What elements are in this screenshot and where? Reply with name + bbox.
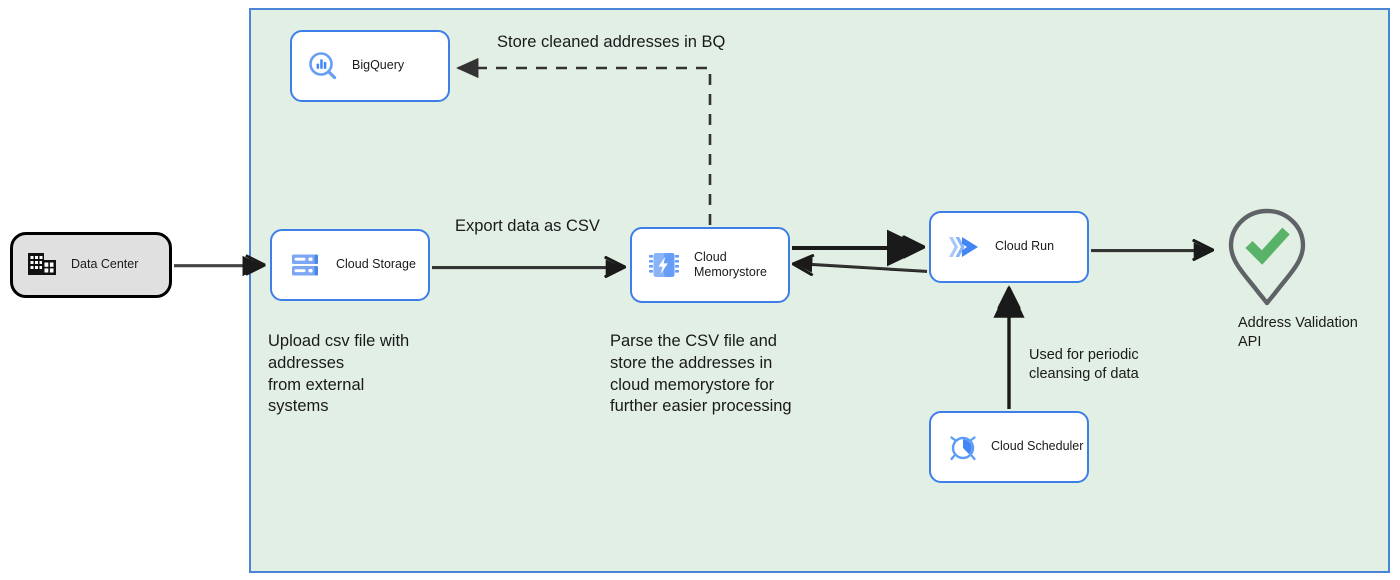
node-bigquery[interactable]: BigQuery: [290, 30, 450, 102]
node-bigquery-label: BigQuery: [352, 58, 405, 73]
node-cloud-storage[interactable]: Cloud Storage: [270, 229, 430, 301]
node-cloud-scheduler-label: Cloud Scheduler: [991, 439, 1084, 454]
map-pin-check-icon: [1228, 208, 1306, 306]
node-cloud-scheduler[interactable]: Cloud Scheduler: [929, 411, 1089, 483]
annotation-periodic-cleansing: Used for periodic cleansing of data: [1029, 347, 1139, 383]
node-memorystore[interactable]: Cloud Memorystore: [630, 227, 790, 303]
node-cloud-run[interactable]: Cloud Run: [929, 211, 1089, 283]
annotation-export-data-as-csv: Export data as CSV: [455, 217, 600, 235]
data-center-building-icon: [28, 253, 56, 275]
node-address-validation-api-label: Address Validation API: [1238, 315, 1358, 351]
cloud-storage-icon: [292, 254, 318, 276]
node-address-validation-api[interactable]: Address Validation API: [1212, 206, 1392, 352]
node-cloud-storage-label: Cloud Storage: [336, 257, 416, 272]
node-memorystore-label: Cloud Memorystore: [694, 249, 767, 279]
node-data-center-label: Data Center: [71, 257, 139, 272]
bigquery-magnifier-icon: [309, 52, 337, 80]
annotation-parse-csv-file: Parse the CSV file and store the address…: [610, 332, 792, 416]
node-data-center[interactable]: Data Center: [10, 232, 172, 298]
memorystore-chip-icon: [649, 253, 679, 277]
google-cloud-boundary: [249, 8, 1390, 573]
annotation-store-cleaned-addresses: Store cleaned addresses in BQ: [497, 33, 726, 51]
node-cloud-run-label: Cloud Run: [995, 239, 1055, 254]
annotation-upload-csv-file: Upload csv file with addresses from exte…: [268, 332, 410, 416]
cloud-run-chevron-icon: [949, 237, 978, 257]
cloud-scheduler-alarm-clock-icon: [950, 436, 976, 461]
